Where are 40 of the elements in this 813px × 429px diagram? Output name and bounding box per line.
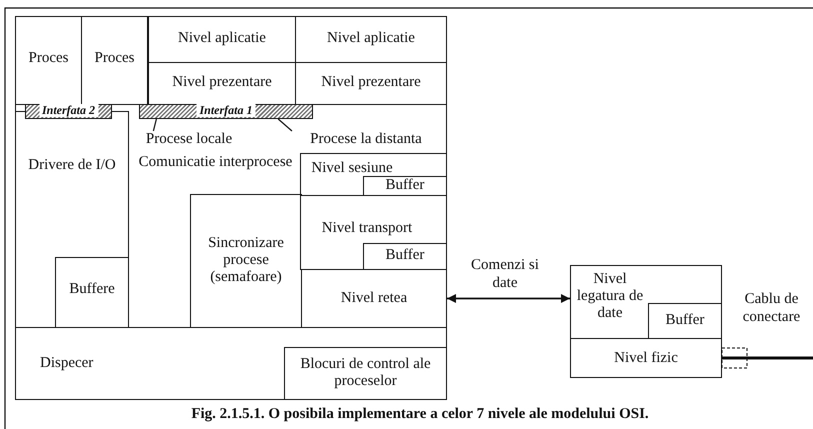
cell-label: Buffer [384, 247, 426, 264]
cell-label: Buffere [68, 281, 116, 298]
cell-label: Proces [28, 50, 70, 67]
interface-label: Interfata 2 [39, 104, 98, 117]
cell-outline [190, 194, 302, 328]
cell-label: Nivel retea [340, 290, 408, 307]
annotation-text: Procese locale [144, 131, 234, 148]
region-label: Comunicatie interprocese [138, 154, 293, 171]
cell-label: Blocuri de control ale proceselor [299, 356, 432, 390]
cell-outline [284, 347, 447, 400]
leader-line [278, 118, 292, 132]
cell-label: Dispecer [40, 355, 94, 372]
cell-label: Nivel transport [320, 220, 414, 237]
cell-label: Nivel legatura de date [576, 271, 644, 322]
annotation-text: Procese la distanta [309, 131, 423, 148]
system-box [15, 16, 447, 400]
cell-outline [363, 243, 447, 270]
cell-label: Drivere de I/O [27, 157, 117, 174]
cell-label: Nivel prezentare [320, 74, 422, 91]
leader-line [152, 118, 157, 132]
cell-label: Nivel sesiune [310, 160, 394, 177]
interface-bar [25, 104, 112, 119]
cable-line [722, 356, 813, 360]
cell-outline [363, 176, 447, 196]
cell-label: Sincronizare procese (semafoare) [207, 235, 285, 286]
cell-label: Nivel fizic [613, 350, 679, 367]
cell-label: Nivel aplicatie [326, 30, 416, 47]
interface-bar [139, 104, 313, 119]
cell-label: Nivel prezentare [171, 74, 273, 91]
cell-label: Buffer [384, 177, 426, 194]
cell-outline [55, 257, 129, 328]
double-arrow [447, 294, 570, 303]
figure-caption: Fig. 2.1.5.1. O posibila implementare a celor 7 nivele ale modelului OSI. [190, 406, 650, 423]
cell-outline [648, 303, 722, 339]
cell-label: Nivel aplicatie [177, 30, 267, 47]
cell-label: Proces [94, 50, 136, 67]
cell-outline [300, 153, 447, 196]
cell-label: Buffer [664, 312, 706, 329]
interface-label: Interfata 1 [196, 104, 256, 117]
cell-outline [300, 195, 447, 270]
